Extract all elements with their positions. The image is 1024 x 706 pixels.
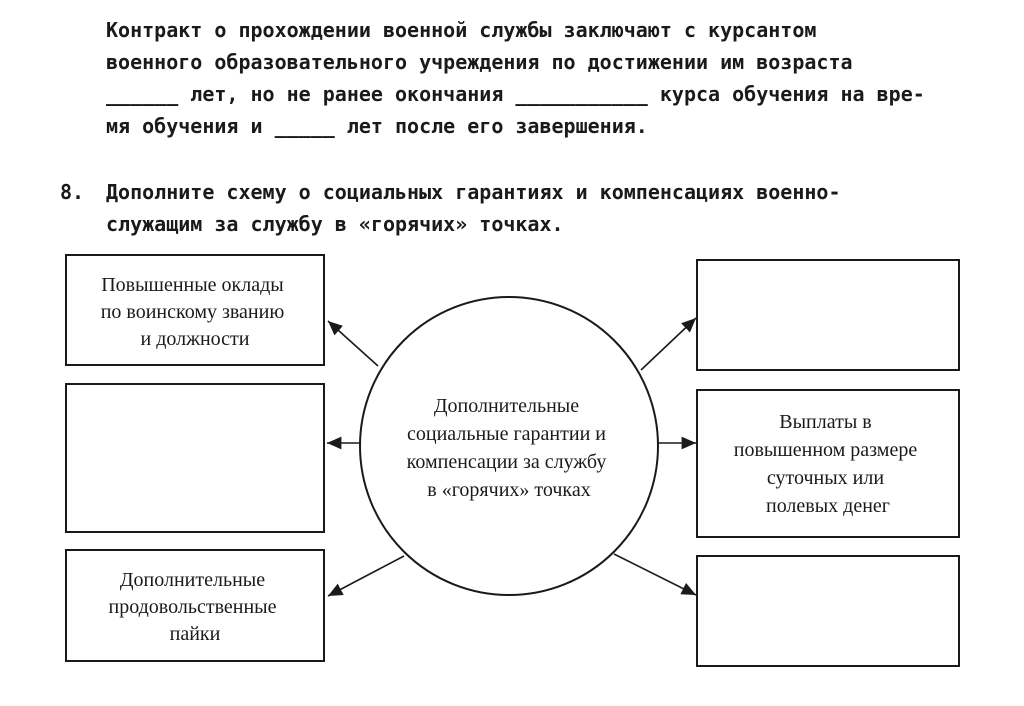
- arrow-left-top: [327, 320, 379, 367]
- box-left-middle: [65, 383, 325, 533]
- box-left-top: [65, 254, 325, 366]
- paragraph-line: мя обучения и _____ лет после его заверш…: [106, 114, 648, 138]
- paragraph-line: Контракт о прохождении военной службы за…: [106, 18, 817, 42]
- task-number: 8.: [60, 180, 85, 204]
- box-right-bottom: [696, 555, 960, 667]
- arrow-left-bottom: [327, 555, 405, 597]
- box-right-middle: [696, 389, 960, 538]
- box-left-bottom: [65, 549, 325, 662]
- task-instruction: Дополните схему о социальных гарантиях и…: [106, 176, 966, 240]
- center-circle: [359, 296, 659, 596]
- box-left-top-text: Повышенные оклады по воинскому званию и …: [101, 274, 290, 350]
- arrow-right-top: [640, 317, 697, 371]
- center-text: Дополнительные социальные гарантии и ком…: [407, 395, 612, 501]
- arrow-right-bottom: [613, 553, 697, 596]
- box-right-top: [696, 259, 960, 371]
- instruction-line: служащим за службу в «горячих» точках.: [106, 212, 564, 236]
- box-left-bottom-text: Дополнительные продовольственные пайки: [109, 569, 282, 645]
- paragraph-line: военного образовательного учреждения по …: [106, 50, 853, 74]
- contract-paragraph: Контракт о прохождении военной службы за…: [106, 14, 966, 142]
- box-right-middle-text: Выплаты в повышенном размере суточных ил…: [734, 411, 922, 517]
- paragraph-line: ______ лет, но не ранее окончания ______…: [106, 82, 925, 106]
- instruction-line: Дополните схему о социальных гарантиях и…: [106, 180, 841, 204]
